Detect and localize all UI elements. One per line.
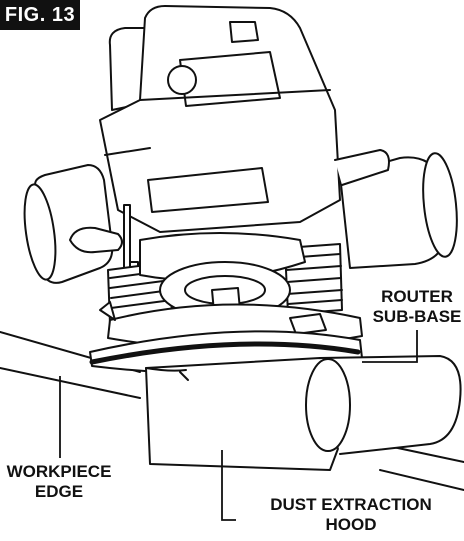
leader-dust-extraction-hood (221, 450, 236, 521)
callout-dust-line-1: DUST EXTRACTION (270, 495, 432, 514)
dust-extraction-hood (145, 355, 462, 471)
callout-dust-extraction-hood: DUST EXTRACTION HOOD (238, 495, 464, 535)
motor-housing (99, 5, 390, 233)
callout-router-line-2: SUB-BASE (372, 307, 462, 326)
figure-number-badge: FIG. 13 (0, 0, 80, 30)
left-handle (23, 164, 114, 284)
callout-workpiece-edge: WORKPIECE EDGE (0, 462, 118, 502)
callout-router-sub-base: ROUTER SUB-BASE (370, 287, 464, 327)
leader-router-sub-base (362, 330, 418, 363)
callout-router-line-1: ROUTER (381, 287, 453, 306)
right-handle (339, 152, 458, 269)
callout-workpiece-line-1: WORKPIECE (6, 462, 112, 481)
callout-dust-line-2: HOOD (325, 515, 377, 534)
depth-adjustment-knob (69, 204, 139, 331)
callout-workpiece-line-2: EDGE (34, 482, 84, 501)
callout-leaders (59, 330, 418, 521)
